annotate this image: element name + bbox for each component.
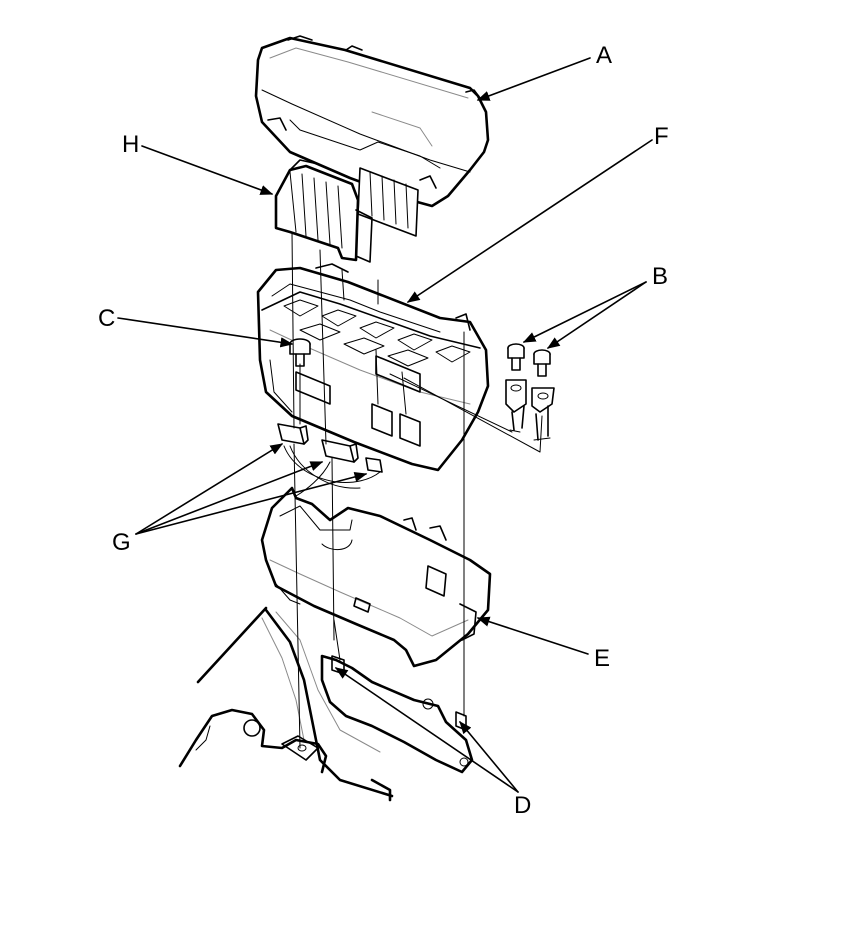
label-h: H xyxy=(122,131,139,158)
label-b: B xyxy=(652,263,668,290)
connectors-g xyxy=(277,423,383,497)
relay-cover-h xyxy=(274,159,373,263)
label-g: G xyxy=(112,529,131,556)
alignment-lines xyxy=(291,231,543,749)
label-f: F xyxy=(654,123,669,150)
callout-labels: A H F B C G E D xyxy=(98,42,669,819)
fuse-box-f xyxy=(256,263,490,472)
label-c: C xyxy=(98,305,115,332)
bolts-b xyxy=(505,343,555,441)
leader-lines xyxy=(117,57,653,793)
label-a: A xyxy=(596,42,612,69)
label-d: D xyxy=(514,792,531,819)
label-e: E xyxy=(594,645,610,672)
